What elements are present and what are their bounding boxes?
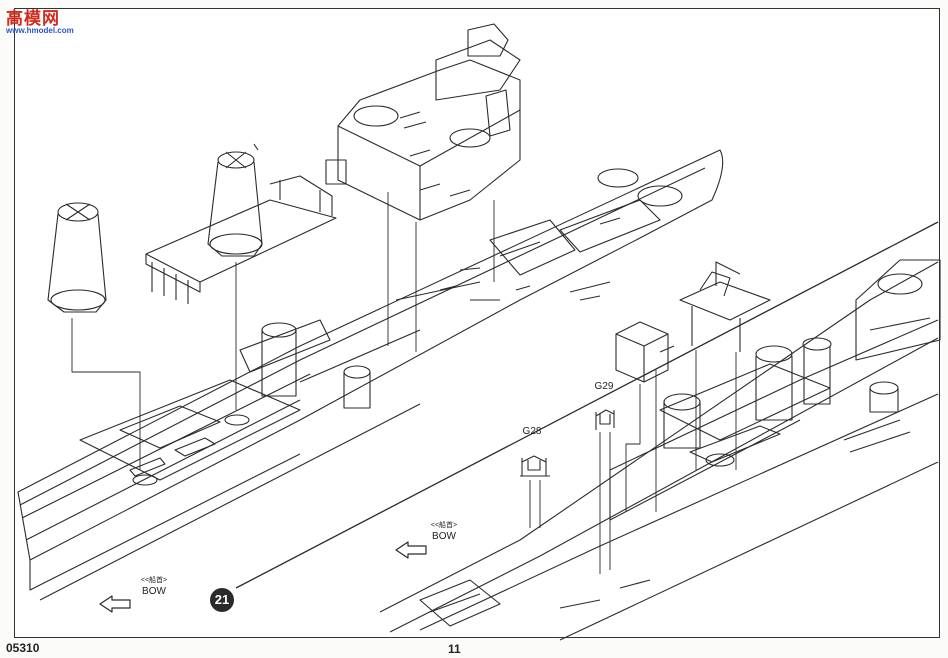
platform-part-drawing xyxy=(145,175,337,304)
lower-hull-drawing xyxy=(379,259,941,641)
g28-part-drawing xyxy=(520,455,550,477)
watermark-logo: 高模网 www.hmodel.com xyxy=(4,4,74,40)
kit-number: 05310 xyxy=(6,641,40,655)
watermark-title: 高模网 xyxy=(6,9,60,28)
box-part-drawing xyxy=(615,321,675,383)
bridge-superstructure-drawing xyxy=(325,23,521,221)
part-label-g29: G29 xyxy=(594,381,614,392)
page-number: 11 xyxy=(448,642,461,656)
bow-arrow-left-icon xyxy=(99,595,131,613)
watermark-url: www.hmodel.com xyxy=(6,26,74,35)
funnel-part-middle-drawing xyxy=(207,143,263,257)
g29-part-drawing xyxy=(595,409,615,430)
bow-marker-left-label: BOW xyxy=(142,586,166,597)
upper-leader-lines xyxy=(71,192,495,470)
panel-divider-line xyxy=(235,221,939,589)
part-label-g28: G28 xyxy=(522,426,542,437)
step-number-badge: 21 xyxy=(210,588,234,612)
bow-marker-right-label: BOW xyxy=(432,531,456,542)
upper-hull-drawing xyxy=(17,149,724,601)
bow-marker-right-chinese: <<船首> xyxy=(430,522,458,529)
lower-leader-lines xyxy=(529,350,737,574)
mast-part-drawing xyxy=(679,261,771,352)
bow-marker-left-chinese: <<船首> xyxy=(140,577,168,584)
bow-arrow-right-icon xyxy=(395,541,427,559)
funnel-part-left-drawing xyxy=(47,202,107,313)
